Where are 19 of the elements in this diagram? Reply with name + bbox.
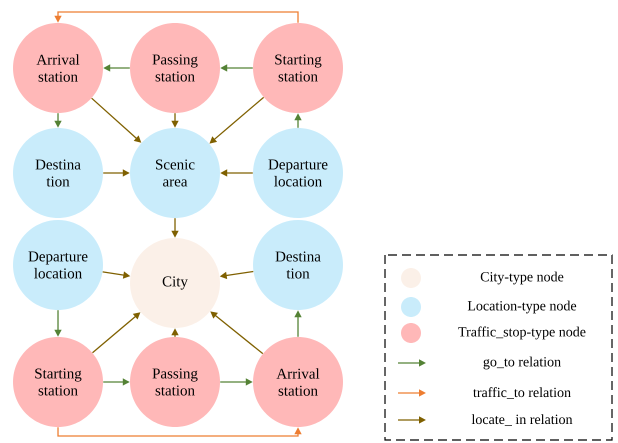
arrow xyxy=(92,312,140,354)
circle-node: Arrival station xyxy=(253,337,343,427)
legend-label: Location-type node xyxy=(468,300,576,314)
legend-label: go_to relation xyxy=(484,356,561,370)
circle-node: Departure location xyxy=(253,128,343,218)
circle-node: Starting station xyxy=(253,23,343,113)
circle-node: Arrival station xyxy=(13,23,103,113)
circle-node: Destina tion xyxy=(253,220,343,310)
circle-node: Starting station xyxy=(13,337,103,427)
legend-label: traffic_to relation xyxy=(473,387,571,399)
circle-node: Departure location xyxy=(13,220,103,310)
circle-node: Passing station xyxy=(130,337,220,427)
circle-node: City xyxy=(130,238,220,328)
legend-label: City-type node xyxy=(480,272,564,284)
circle-node: Passing station xyxy=(130,23,220,113)
circle-node: Scenic area xyxy=(130,128,220,218)
legend-label: locate_ in relation xyxy=(472,414,572,426)
circle-node: Destina tion xyxy=(13,128,103,218)
legend-label: Traffic_stop-type node xyxy=(458,326,586,340)
